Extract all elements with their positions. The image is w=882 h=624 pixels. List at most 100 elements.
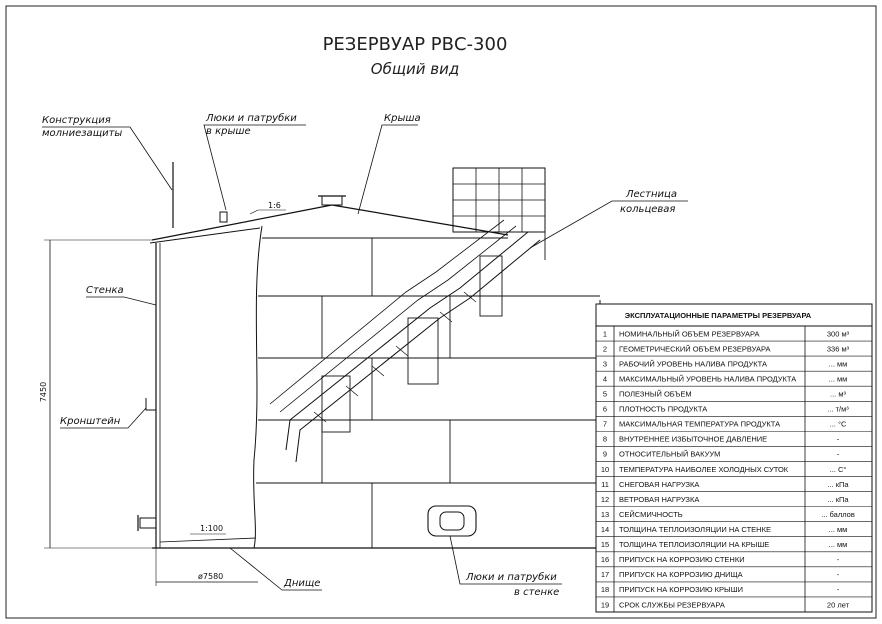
ladder-stringer-outer: [295, 239, 541, 463]
table-row-number: 7: [603, 420, 607, 429]
ladder-step: [395, 345, 409, 357]
height-dimension: 7450: [39, 382, 48, 402]
table-row-value: -: [837, 585, 840, 594]
title-sub: Общий вид: [371, 60, 459, 78]
table-row-value: -: [837, 570, 840, 579]
table-row-number: 13: [601, 510, 609, 519]
table-row-parameter: ПРИПУСК НА КОРРОЗИЮ КРЫШИ: [619, 585, 743, 594]
table-row-value: ... С°: [830, 465, 847, 474]
table-row-value: ... м³: [830, 390, 846, 399]
table-row-parameter: ТЕМПЕРАТУРА НАИБОЛЕЕ ХОЛОДНЫХ СУТОК: [619, 465, 789, 474]
table-row-value: ... мм: [829, 374, 848, 383]
table-row-parameter: ГЕОМЕТРИЧЕСКИЙ ОБЪЕМ РЕЗЕРВУАРА: [619, 344, 770, 353]
table-row-parameter: ВНУТРЕННЕЕ ИЗБЫТОЧНОЕ ДАВЛЕНИЕ: [619, 435, 767, 444]
table-row-number: 6: [603, 405, 607, 414]
table-row-value: ... кПа: [827, 480, 849, 489]
ladder-step: [439, 311, 453, 323]
table-row-parameter: СРОК СЛУЖБЫ РЕЗЕРВУАРА: [619, 600, 725, 609]
roof-slope: 1:6: [268, 201, 281, 210]
table-row-parameter: ТОЛЩИНА ТЕПЛОИЗОЛЯЦИИ НА КРЫШЕ: [619, 540, 769, 549]
spiral-ladder: [269, 167, 546, 463]
table-row-number: 10: [601, 465, 609, 474]
tank: [137, 162, 601, 549]
table-row-number: 14: [601, 525, 609, 534]
table-row-value: 336 м³: [827, 344, 850, 353]
table-row-number: 5: [603, 390, 607, 399]
callout-wall-hatch-line2: в стенке: [514, 587, 559, 598]
callout-wall-hatch-line1: Люки и патрубки: [465, 571, 557, 583]
callout-bottom: Днище: [283, 578, 320, 589]
ladder-handrail-2: [269, 219, 505, 405]
table-row-number: 16: [601, 555, 609, 564]
leader-wall-hatch: [449, 535, 562, 585]
diameter-dimension: ø7580: [198, 572, 223, 581]
parameters-table: ЭКСПЛУАТАЦИОННЫЕ ПАРАМЕТРЫ РЕЗЕРВУАРА 1 Н…: [595, 303, 873, 613]
table-row-value: -: [837, 450, 840, 459]
table-row-parameter: ПОЛЕЗНЫЙ ОБЪЕМ: [619, 390, 692, 399]
bracket: [145, 398, 156, 411]
table-row-parameter: ОТНОСИТЕЛЬНЫЙ ВАКУУМ: [619, 450, 720, 459]
wall-manhole-inner: [439, 511, 465, 531]
table-row-number: 15: [601, 540, 609, 549]
table-row-number: 18: [601, 585, 609, 594]
table-row-value: ... мм: [829, 525, 848, 534]
callout-roof: Крыша: [384, 113, 421, 124]
cutaway-line: [253, 225, 263, 549]
table-row-number: 1: [603, 329, 607, 338]
table-row-number: 4: [603, 374, 607, 383]
table-row-parameter: ПРИПУСК НА КОРРОЗИЮ ДНИЩА: [619, 570, 743, 579]
table-row-parameter: СНЕГОВАЯ НАГРУЗКА: [619, 480, 699, 489]
ladder-landing: [321, 375, 351, 433]
table-header: ЭКСПЛУАТАЦИОННЫЕ ПАРАМЕТРЫ РЕЗЕРВУАРА: [625, 311, 812, 320]
table-row-value: ... °С: [830, 420, 847, 429]
table-row-value: -: [837, 555, 840, 564]
callout-lightning-line1: Конструкция: [42, 115, 111, 126]
table-border: [595, 303, 873, 613]
shell-nozzle: [139, 517, 157, 529]
callout-roof-hatch-line2: в крыше: [206, 126, 251, 137]
leader-lightning: [42, 126, 173, 191]
roof-left: [151, 204, 333, 241]
leader-roof: [357, 124, 418, 215]
table-row-parameter: НОМИНАЛЬНЫЙ ОБЪЕМ РЕЗЕРВУАРА: [619, 329, 760, 338]
ladder-step: [313, 411, 327, 423]
table-row-value: 20 лет: [827, 600, 850, 609]
ladder-step: [463, 291, 477, 303]
table-row-parameter: ТОЛЩИНА ТЕПЛОИЗОЛЯЦИИ НА СТЕНКЕ: [619, 525, 771, 534]
ladder-stringer-inner: [285, 231, 529, 451]
table-row-number: 12: [601, 495, 609, 504]
roof-right: [331, 204, 509, 236]
callout-roof-hatch-line1: Люки и патрубки: [205, 112, 297, 124]
roof-slope-arrow: [249, 209, 259, 215]
leader-ladder: [529, 200, 688, 249]
roof-edge: [149, 227, 261, 244]
table-row-parameter: МАКСИМАЛЬНЫЙ УРОВЕНЬ НАЛИВА ПРОДУКТА: [619, 374, 796, 383]
callout-bracket: Кронштейн: [60, 416, 121, 427]
title-main: РЕЗЕРВУАР РВС-300: [323, 34, 508, 55]
table-row-value: ... мм: [829, 540, 848, 549]
table-row-value: ... мм: [829, 359, 848, 368]
table-row-number: 9: [603, 450, 607, 459]
leader-bottom: [229, 547, 322, 591]
table-row-parameter: ПЛОТНОСТЬ ПРОДУКТА: [619, 405, 707, 414]
bottom-slope: 1:100: [200, 524, 223, 533]
table-row-value: 300 м³: [827, 329, 850, 338]
table-row-parameter: МАКСИМАЛЬНАЯ ТЕМПЕРАТУРА ПРОДУКТА: [619, 420, 780, 429]
sheet-frame: [5, 5, 877, 619]
callout-ladder-line1: Лестница: [625, 189, 677, 200]
callout-ladder-line2: кольцевая: [620, 204, 675, 215]
bottom-slope-line: [159, 537, 257, 543]
table-row-number: 19: [601, 600, 609, 609]
leader-bracket: [60, 407, 147, 429]
ladder-handrail-1: [279, 225, 517, 413]
ladder-landing: [407, 317, 439, 385]
table-row-number: 11: [601, 480, 609, 489]
table-row-parameter: ВЕТРОВАЯ НАГРУЗКА: [619, 495, 699, 504]
roof-nozzle: [219, 211, 228, 223]
leader-wall: [86, 296, 157, 306]
roof-vent: [321, 195, 343, 206]
ladder-step: [345, 385, 359, 397]
callout-wall: Стенка: [86, 285, 124, 296]
